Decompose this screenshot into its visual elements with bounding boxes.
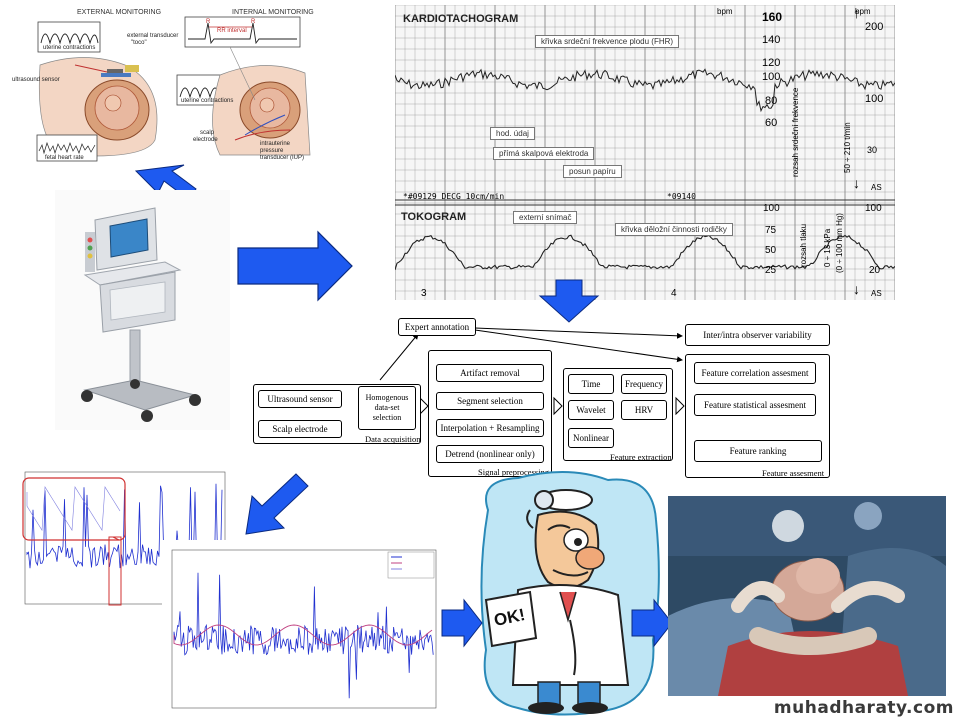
r-peak-label-1: R bbox=[206, 19, 211, 25]
hrv-box: HRV bbox=[621, 400, 667, 420]
frequency-box: Frequency bbox=[621, 374, 667, 394]
time-3-label: 3 bbox=[421, 288, 427, 299]
signal-plot-2-svg bbox=[171, 549, 437, 709]
signal-preprocessing-label: Signal preprocessing bbox=[478, 467, 550, 477]
ctg-chart bbox=[395, 5, 895, 300]
range-vertical-1: rozsah srdeční frekvence bbox=[791, 87, 800, 177]
range-vertical-2: 50 ÷ 210 t/min bbox=[843, 122, 852, 173]
rr-interval-label: RR interval bbox=[217, 28, 247, 34]
iup-label-2: pressure bbox=[260, 148, 284, 154]
scalp-electrode-box: Scalp electrode bbox=[258, 420, 342, 438]
detrend-box: Detrend (nonlinear only) bbox=[436, 445, 544, 463]
time-box: Time bbox=[568, 374, 614, 394]
feature-ranking-box: Feature ranking bbox=[694, 440, 822, 462]
feature-statistical-box: Feature statistical assesment bbox=[694, 394, 816, 416]
posun-annotation: posun papíru bbox=[563, 165, 622, 178]
scale-right-100: 100 bbox=[865, 93, 884, 105]
hod-udaj-annotation: hod. údaj bbox=[490, 127, 535, 140]
externi-annotation: externí snímač bbox=[513, 211, 578, 224]
scale-80: 80 bbox=[765, 95, 778, 107]
ctg-device-image bbox=[55, 190, 230, 430]
artifact-removal-box: Artifact removal bbox=[436, 364, 544, 382]
scale-160: 160 bbox=[762, 10, 783, 24]
bpm-right-label: bpm bbox=[855, 7, 871, 16]
feature-assesment-label: Feature assesment bbox=[762, 468, 825, 478]
toco-right-20: 20 bbox=[869, 265, 881, 276]
site-watermark: muhadharaty.com bbox=[773, 698, 954, 718]
external-monitoring-title: EXTERNAL MONITORING bbox=[77, 9, 162, 16]
arrow-right-icon-2 bbox=[441, 598, 483, 648]
scale-140: 140 bbox=[762, 34, 781, 46]
time-4-label: 4 bbox=[671, 288, 677, 299]
as-top-label: AS bbox=[871, 183, 882, 192]
scale-100: 100 bbox=[762, 71, 781, 83]
interpolation-box: Interpolation + Resampling bbox=[436, 419, 544, 437]
prima-annotation: přímá skalpová elektroda bbox=[493, 147, 595, 160]
toco-scale-100: 100 bbox=[763, 203, 780, 214]
toco-label: "toco" bbox=[131, 40, 147, 46]
fetal-heart-rate-label: fetal heart rate bbox=[45, 155, 84, 161]
homogenous-box: Homogenous data-set selection bbox=[358, 386, 416, 430]
toco-scale-50: 50 bbox=[765, 245, 777, 256]
internal-monitoring-title: INTERNAL MONITORING bbox=[232, 9, 314, 16]
kardiotachogram-title: KARDIOTACHOGRAM bbox=[403, 13, 519, 25]
arrow-right-icon-3 bbox=[631, 598, 673, 648]
external-transducer-label: external transducer bbox=[127, 33, 179, 39]
up-arrow-glyph: ↑ bbox=[853, 5, 860, 21]
iup-label-3: transducer (IUP) bbox=[260, 155, 305, 161]
signal-plot-1 bbox=[15, 462, 230, 612]
data-acquisition-label: Data acquisition bbox=[365, 434, 421, 444]
krivka-annotation: křivka děložní činnosti rodičky bbox=[615, 223, 733, 236]
bpm-top-label: bpm bbox=[717, 7, 733, 16]
scale-60: 60 bbox=[765, 117, 778, 129]
tokogram-title: TOKOGRAM bbox=[401, 211, 467, 223]
segment-selection-box: Segment selection bbox=[436, 392, 544, 410]
ctg-printline: *#09129 DECG 10cm/min bbox=[403, 192, 505, 201]
toco-scale-25: 25 bbox=[765, 265, 777, 276]
scale-right-30: 30 bbox=[867, 145, 878, 155]
toco-right-100: 100 bbox=[865, 203, 882, 214]
scale-120: 120 bbox=[762, 57, 781, 69]
electrode-label: electrode bbox=[193, 137, 218, 143]
ctg-printline-2: *09140 bbox=[667, 192, 696, 201]
nonlinear-box: Nonlinear bbox=[568, 428, 614, 448]
arrow-right-icon bbox=[237, 230, 353, 302]
signal-plot-2 bbox=[162, 540, 442, 718]
toco-scale-75: 75 bbox=[765, 225, 777, 236]
monitoring-illustration: EXTERNAL MONITORING INTERNAL MONITORING bbox=[5, 5, 315, 165]
doctor-cartoon bbox=[480, 471, 660, 716]
feature-extraction-label: Feature extraction bbox=[610, 452, 672, 462]
range-vertical-5: (0 ÷ 100 mm Hg) bbox=[835, 213, 844, 273]
fhr-annotation: křivka srdeční frekvence plodu (FHR) bbox=[535, 35, 680, 48]
arrow-down-icon bbox=[538, 279, 600, 323]
down-arrow-glyph-2: ↓ bbox=[853, 281, 860, 297]
range-vertical-4: 0 ÷ 13 kPa bbox=[823, 228, 832, 267]
inter-intra-box: Inter/intra observer variability bbox=[685, 324, 830, 346]
as-bottom-label: AS bbox=[871, 289, 882, 298]
ext-uterine-label: uterine contractions bbox=[43, 45, 96, 51]
feature-correlation-box: Feature correlation assesment bbox=[694, 362, 816, 384]
range-vertical-3: rozsah tlaku bbox=[799, 223, 808, 267]
ultrasound-sensor-box: Ultrasound sensor bbox=[258, 390, 342, 408]
wavelet-box: Wavelet bbox=[568, 400, 614, 420]
ultrasound-sensor-label: ultrasound sensor bbox=[12, 77, 60, 83]
pipeline-diagram: Data acquisition Ultrasound sensor Scalp… bbox=[250, 312, 835, 480]
expert-annotation-box: Expert annotation bbox=[398, 318, 476, 336]
scalp-label: scalp bbox=[200, 130, 215, 136]
int-uterine-label: uterine contractions bbox=[181, 98, 234, 104]
down-arrow-glyph: ↓ bbox=[853, 175, 860, 191]
scale-right-200: 200 bbox=[865, 21, 884, 33]
birth-photo bbox=[668, 496, 946, 696]
ctg-chart-panel: KARDIOTACHOGRAM TOKOGRAM bpm bpm 160 140… bbox=[395, 5, 895, 300]
monitoring-drawing bbox=[36, 16, 311, 162]
iup-label-1: intrauterine bbox=[260, 141, 291, 147]
r-peak-label-2: R bbox=[251, 19, 256, 25]
arrow-down-left-icon-2 bbox=[245, 473, 309, 535]
